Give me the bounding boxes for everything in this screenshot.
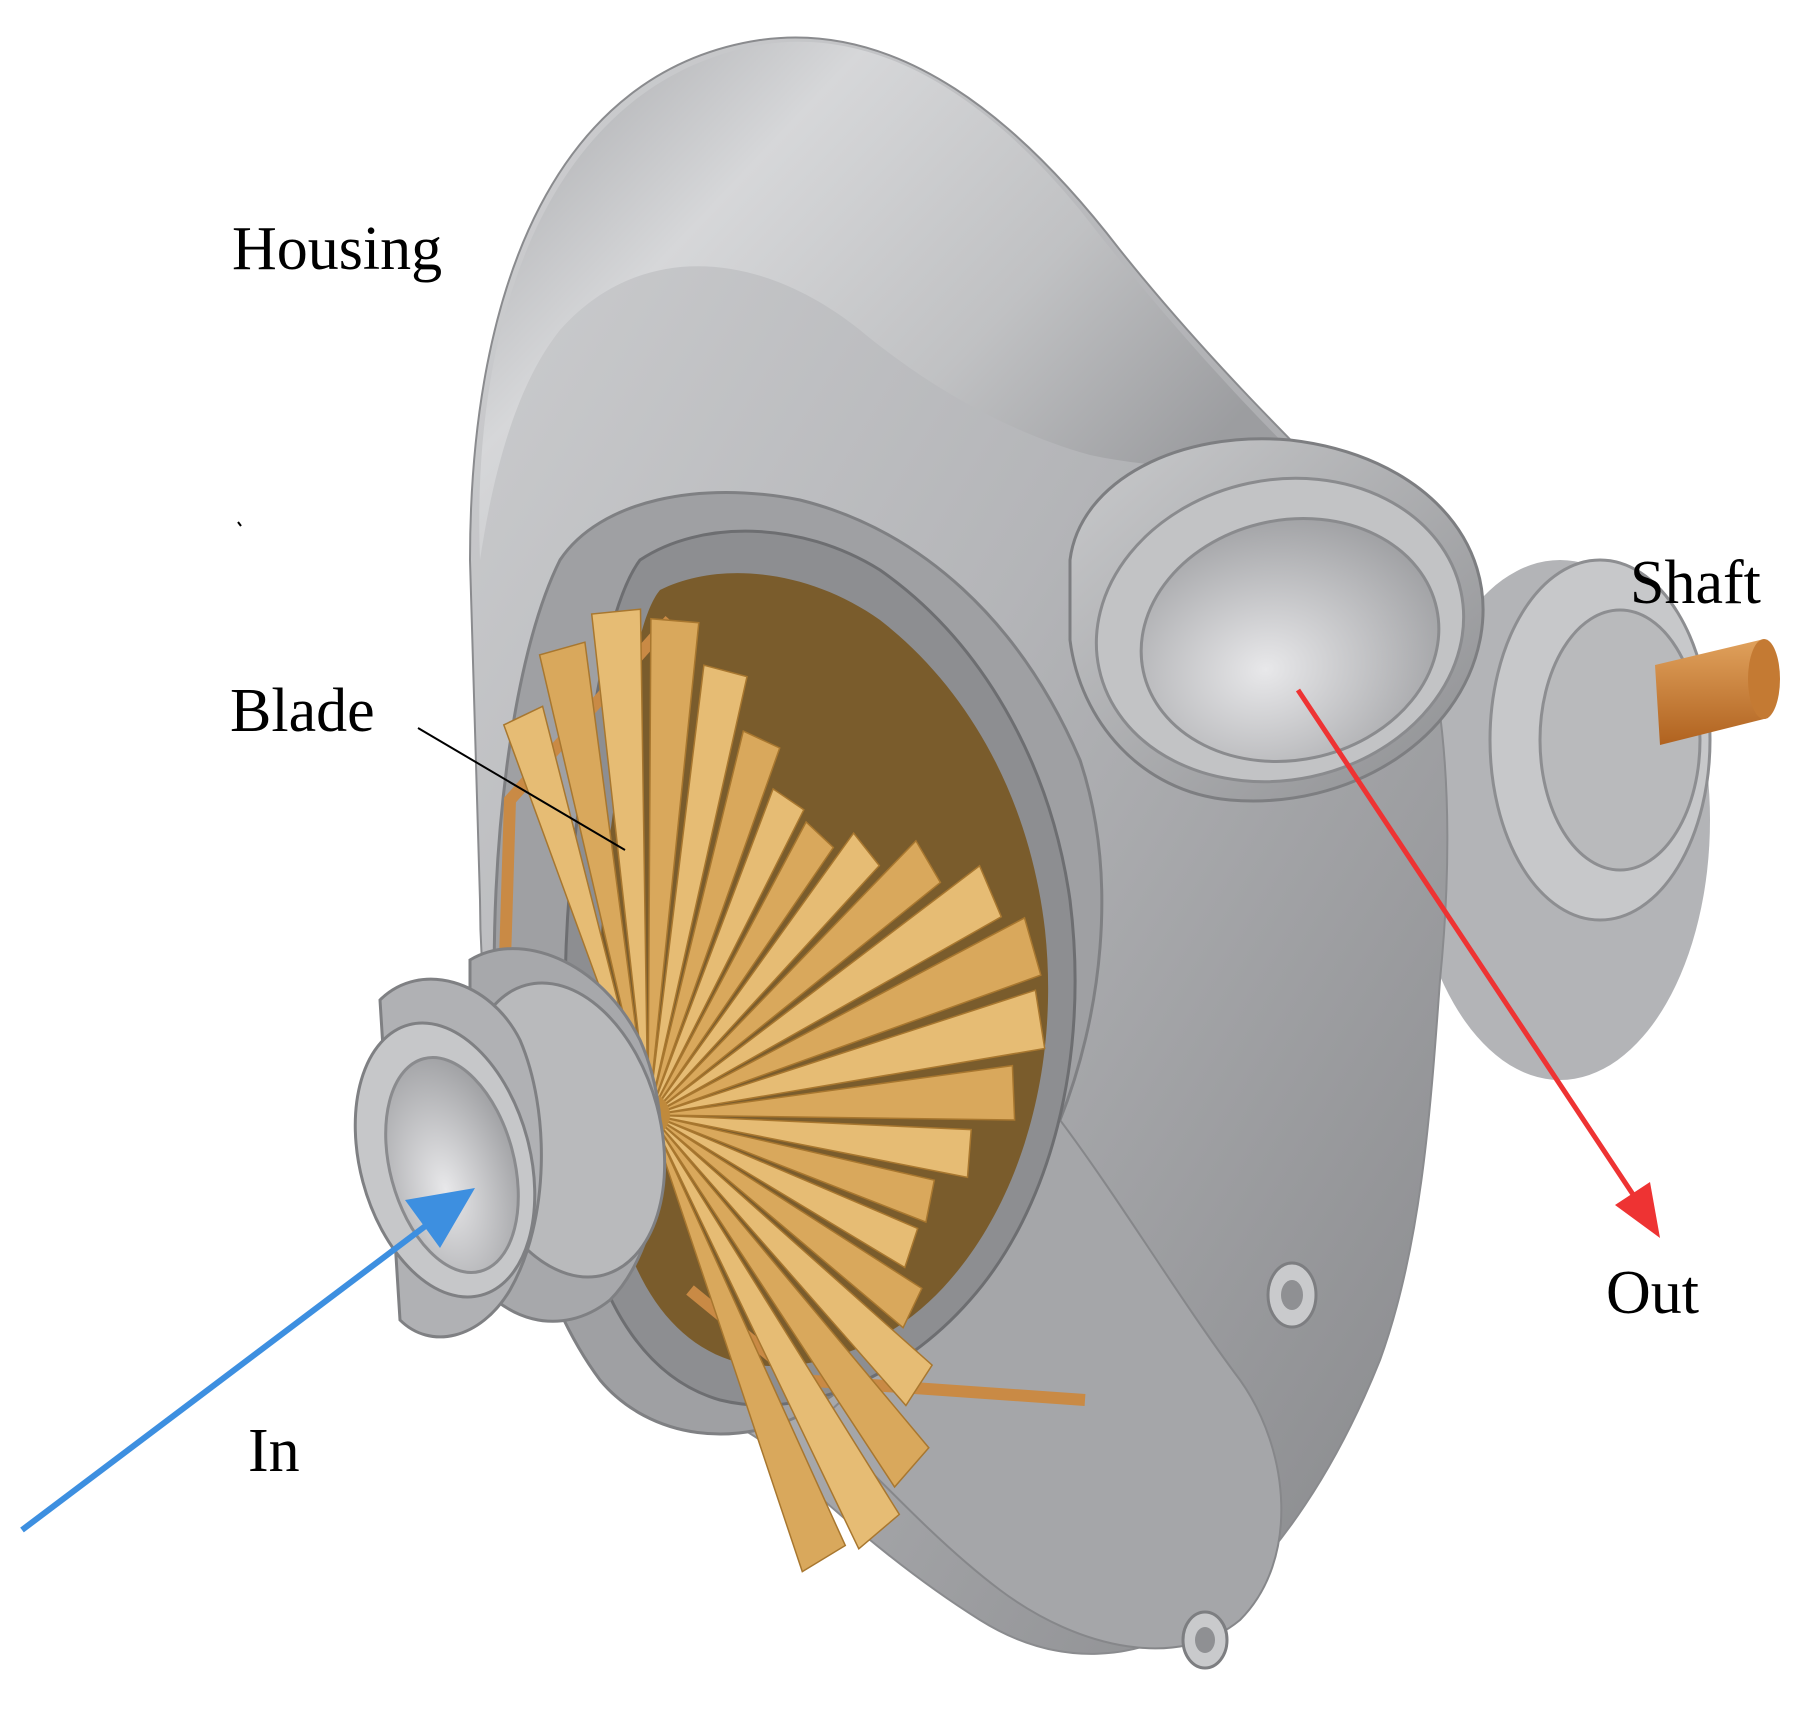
label-in: In: [248, 1417, 300, 1485]
arrow-red-icon: [1295, 688, 1660, 1238]
outlet-pipe: [1068, 437, 1485, 803]
stray-mark: [237, 521, 242, 527]
arrow-blue-icon: [20, 1188, 475, 1533]
label-shaft: Shaft: [1630, 549, 1761, 617]
bolt-boss-lower: [1181, 1610, 1229, 1670]
label-blade: Blade: [230, 677, 375, 745]
blade-leader-line: [417, 727, 626, 851]
bolt-boss-upper: [1266, 1261, 1318, 1329]
label-out: Out: [1606, 1259, 1699, 1327]
impeller-blades: [502, 608, 1046, 1573]
shaft: [1655, 639, 1780, 745]
label-housing: Housing: [232, 215, 443, 283]
